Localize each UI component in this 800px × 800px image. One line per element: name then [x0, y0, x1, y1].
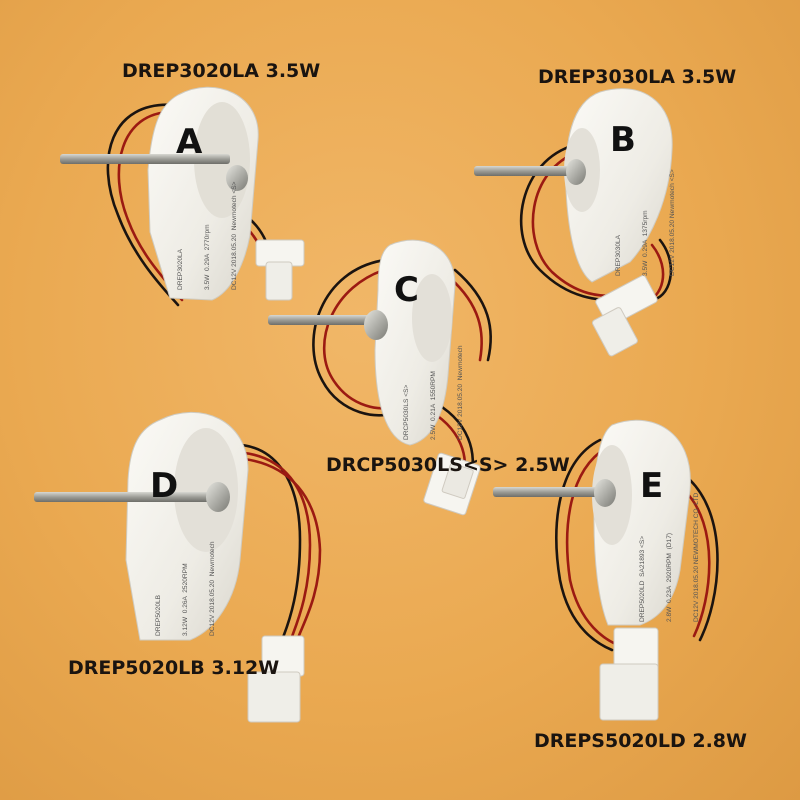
motor-d-face — [174, 428, 238, 552]
housing-label-e: DREP5020LD SA21893 <S> 2.8W 0.23A 2920RP… — [620, 493, 719, 622]
letter-b: B — [610, 120, 636, 160]
motor-c-connector — [423, 452, 481, 516]
motor-d-wires — [223, 443, 322, 646]
motor-b-shaft — [474, 166, 582, 176]
caption-motor-a: DREP3020LA 3.5W — [122, 60, 321, 82]
housing-label-c: DRCP5030LS <S> 2.5W 0.21A 1550RPM DC12V … — [384, 345, 483, 440]
housing-label-b-line2: 3.5W 0.29A 1375rpm — [642, 210, 649, 276]
caption-motor-e: DREPS5020LD 2.8W — [534, 730, 747, 752]
housing-label-d-line1: DREP5020LB — [155, 594, 162, 636]
motor-b-connector — [591, 275, 658, 357]
housing-label-b-line1: DREP3030LA — [615, 234, 622, 276]
motor-b-bearing — [566, 159, 586, 185]
motor-a — [60, 86, 305, 307]
housing-label-a-line3: DC12V 2018.05.20 Newmotech <S> — [231, 181, 238, 291]
motor-b — [474, 88, 673, 357]
housing-label-c-line3: DC12V 2018.05.20 Newmotech — [457, 345, 464, 440]
motor-d-shaft — [34, 492, 216, 502]
caption-motor-b: DREP3030LA 3.5W — [538, 66, 737, 88]
motor-a-shaft — [60, 154, 230, 164]
caption-motor-d: DREP5020LB 3.12W — [68, 657, 280, 679]
motor-c — [268, 239, 492, 516]
housing-label-e-line2: 2.8W 0.23A 2920RPM (D17) — [666, 532, 673, 622]
housing-label-c-line2: 2.5W 0.21A 1550RPM — [430, 371, 437, 440]
motor-a-bearing — [226, 165, 248, 191]
motor-e-connector — [599, 627, 659, 721]
caption-motor-c: DRCP5030LS<S> 2.5W — [326, 454, 570, 476]
letter-c: C — [394, 270, 419, 310]
motor-e-shaft — [493, 487, 605, 497]
motor-d-connector — [247, 635, 305, 723]
housing-label-e-line1: DREP5020LD SA21893 <S> — [639, 535, 646, 622]
motor-d-bearing — [206, 482, 230, 512]
housing-label-a: DREP3020LA 3.5W 0.29A 2770rpm DC12V 2018… — [158, 182, 257, 291]
letter-a: A — [176, 122, 203, 162]
housing-label-b: DREP3030LA 3.5W 0.29A 1375rpm DC12V 2018… — [596, 169, 695, 276]
housing-label-b-line3: DC12V 2018.05.20 Newmotech <S> — [669, 169, 676, 276]
motor-c-shaft — [268, 315, 386, 325]
housing-label-d-line3: DC12V 2018.05.20 Newmotech — [209, 541, 216, 636]
motor-a-connector — [255, 239, 305, 301]
housing-label-c-line1: DRCP5030LS <S> — [403, 384, 410, 440]
housing-label-d: DREP5020LB 3.12W 0.26A 2520RPM DC12V 201… — [136, 541, 235, 636]
motor-e-bearing — [594, 479, 616, 507]
motor-d — [34, 411, 322, 723]
motor-c-face — [412, 274, 452, 362]
motor-e-wires — [555, 438, 719, 652]
letter-e: E — [640, 466, 664, 506]
letter-d: D — [150, 466, 179, 506]
housing-label-a-line1: DREP3020LA — [177, 248, 184, 290]
motor-e — [493, 419, 719, 721]
housing-label-d-line2: 3.12W 0.26A 2520RPM — [182, 563, 189, 636]
motor-c-bearing — [364, 310, 388, 340]
housing-label-e-line3: DC12V 2018.05.20 NEWMOTECH CO. LTD — [693, 492, 700, 622]
housing-label-a-line2: 3.5W 0.29A 2770rpm — [204, 224, 211, 290]
